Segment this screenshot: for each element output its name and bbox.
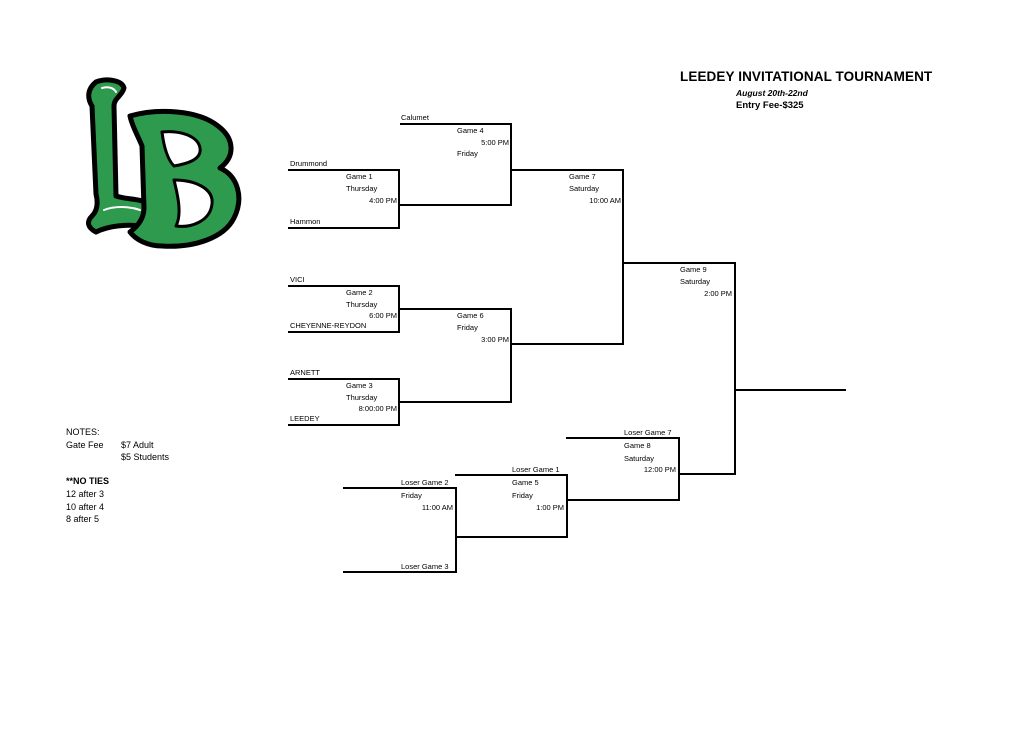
loser-game-1-label: Loser Game 1 [512, 465, 560, 474]
game-8-day: Saturday [624, 454, 655, 463]
rule-item: 12 after 3 [66, 489, 105, 499]
team-vici: VICI [290, 275, 305, 284]
game-7-day: Saturday [569, 184, 600, 193]
lower-game-time: 11:00 AM [421, 503, 453, 512]
game-2-day: Thursday [346, 300, 378, 309]
lb-logo-icon [86, 77, 242, 249]
gate-fee-students: $5 Students [121, 452, 170, 462]
game-2-time: 6:00 PM [369, 311, 397, 320]
game-7-time: 10:00 AM [589, 196, 621, 205]
team-cheyenne-reydon: CHEYENNE-REYDON [290, 321, 367, 330]
game-8-label: Game 8 [624, 441, 651, 450]
team-calumet: Calumet [401, 113, 429, 122]
tournament-dates: August 20th-22nd [736, 88, 808, 98]
game-2-label: Game 2 [346, 288, 373, 297]
game-9-time: 2:00 PM [704, 289, 732, 298]
game-4-label: Game 4 [457, 126, 484, 135]
game-5-day: Friday [512, 491, 533, 500]
game-6-time: 3:00 PM [481, 335, 509, 344]
loser-game-7-label: Loser Game 7 [624, 428, 672, 437]
game-6-label: Game 6 [457, 311, 484, 320]
notes-heading: NOTES: [66, 427, 100, 437]
game-5-label: Game 5 [512, 478, 539, 487]
game-7-label: Game 7 [569, 172, 596, 181]
game-1-label: Game 1 [346, 172, 373, 181]
game-5-time: 1:00 PM [536, 503, 564, 512]
game-3-day: Thursday [346, 393, 378, 402]
loser-game-2-label: Loser Game 2 [401, 478, 449, 487]
lower-game-day: Friday [401, 491, 422, 500]
game-4-time: 5:00 PM [481, 138, 509, 147]
game-1-time: 4:00 PM [369, 196, 397, 205]
team-drummond: Drummond [290, 159, 328, 168]
tournament-title: LEEDEY INVITATIONAL TOURNAMENT [680, 69, 933, 84]
game-4-day: Friday [457, 149, 478, 158]
game-9-label: Game 9 [680, 265, 707, 274]
game-1-day: Thursday [346, 184, 378, 193]
gate-fee-adult: $7 Adult [121, 440, 154, 450]
game-9-day: Saturday [680, 277, 711, 286]
loser-game-3-label: Loser Game 3 [401, 562, 449, 571]
game-8-time: 12:00 PM [643, 465, 676, 474]
team-hammon: Hammon [290, 217, 321, 226]
team-arnett: ARNETT [290, 368, 320, 377]
game-3-time: 8:00:00 PM [358, 404, 397, 413]
team-leedey: LEEDEY [290, 414, 320, 423]
game-6-day: Friday [457, 323, 478, 332]
game-3-label: Game 3 [346, 381, 373, 390]
entry-fee: Entry Fee-$325 [736, 100, 804, 111]
rule-item: 8 after 5 [66, 514, 100, 524]
rule-item: 10 after 4 [66, 502, 105, 512]
gate-fee-label: Gate Fee [66, 440, 104, 450]
no-ties-note: **NO TIES [66, 476, 110, 486]
